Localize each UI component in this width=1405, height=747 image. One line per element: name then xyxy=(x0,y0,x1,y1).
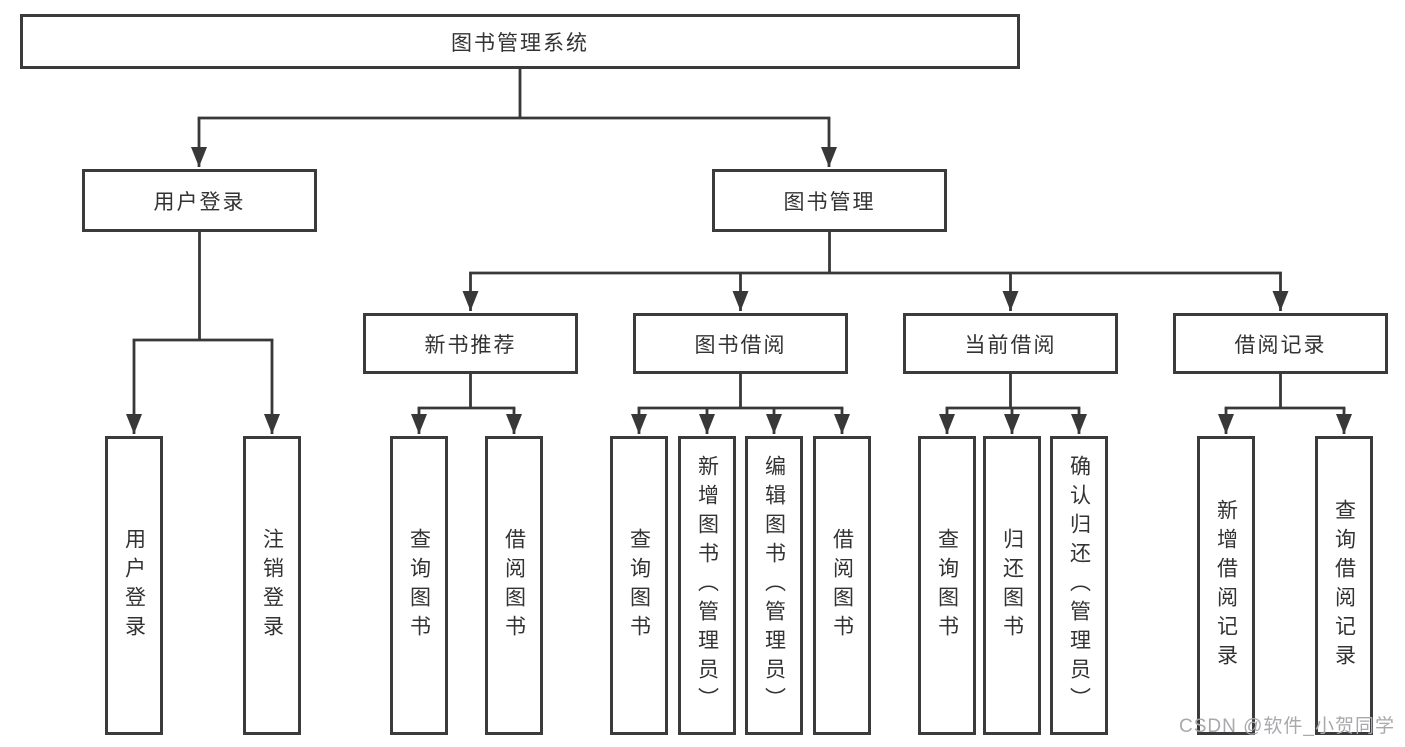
leaf-add-books-admin-label: 新增图书（管理员） xyxy=(695,455,719,716)
leaf-user-login: 用户登录 xyxy=(105,436,163,735)
leaf-add-borrow-record: 新增借阅记录 xyxy=(1197,436,1255,735)
leaf-confirm-return-admin: 确认归还（管理员） xyxy=(1050,436,1108,735)
leaf-logout-label: 注销登录 xyxy=(260,527,284,644)
node-library-system-label: 图书管理系统 xyxy=(451,31,589,55)
leaf-edit-books-admin: 编辑图书（管理员） xyxy=(745,436,803,735)
node-book-borrowing-label: 图书借阅 xyxy=(694,333,787,357)
leaf-search-books-current: 查询图书 xyxy=(918,436,976,735)
node-new-book-recommendation: 新书推荐 xyxy=(363,313,578,374)
leaf-add-borrow-record-label: 新增借阅记录 xyxy=(1214,498,1238,673)
node-user-login-label: 用户登录 xyxy=(153,190,246,214)
leaf-logout: 注销登录 xyxy=(243,436,301,735)
csdn-watermark: CSDN @软件_小贺同学 xyxy=(1179,716,1395,737)
node-current-borrowing: 当前借阅 xyxy=(903,313,1118,374)
leaf-borrow-books-label: 借阅图书 xyxy=(830,527,854,644)
leaf-search-books-borrowing-label: 查询图书 xyxy=(627,527,651,644)
leaf-search-borrow-record: 查询借阅记录 xyxy=(1315,436,1373,735)
node-library-system: 图书管理系统 xyxy=(20,14,1020,69)
leaf-search-books-borrowing: 查询图书 xyxy=(610,436,668,735)
node-borrowing-records-label: 借阅记录 xyxy=(1234,333,1327,357)
leaf-search-books-recommend-label: 查询图书 xyxy=(407,527,431,644)
leaf-search-books-current-label: 查询图书 xyxy=(935,527,959,644)
node-current-borrowing-label: 当前借阅 xyxy=(964,333,1057,357)
leaf-search-borrow-record-label: 查询借阅记录 xyxy=(1332,498,1356,673)
leaf-borrow-books-recommend-label: 借阅图书 xyxy=(502,527,526,644)
node-book-borrowing: 图书借阅 xyxy=(633,313,848,374)
node-book-management-label: 图书管理 xyxy=(783,190,876,214)
leaf-add-books-admin: 新增图书（管理员） xyxy=(678,436,736,735)
node-borrowing-records: 借阅记录 xyxy=(1173,313,1388,374)
leaf-confirm-return-admin-label: 确认归还（管理员） xyxy=(1067,455,1091,716)
node-book-management: 图书管理 xyxy=(712,169,947,232)
leaf-edit-books-admin-label: 编辑图书（管理员） xyxy=(762,455,786,716)
leaf-user-login-label: 用户登录 xyxy=(122,527,146,644)
leaf-return-books: 归还图书 xyxy=(983,436,1041,735)
node-new-book-recommendation-label: 新书推荐 xyxy=(424,333,517,357)
leaf-return-books-label: 归还图书 xyxy=(1000,527,1024,644)
leaf-search-books-recommend: 查询图书 xyxy=(390,436,448,735)
leaf-borrow-books: 借阅图书 xyxy=(813,436,871,735)
leaf-borrow-books-recommend: 借阅图书 xyxy=(485,436,543,735)
node-user-login: 用户登录 xyxy=(82,169,317,232)
